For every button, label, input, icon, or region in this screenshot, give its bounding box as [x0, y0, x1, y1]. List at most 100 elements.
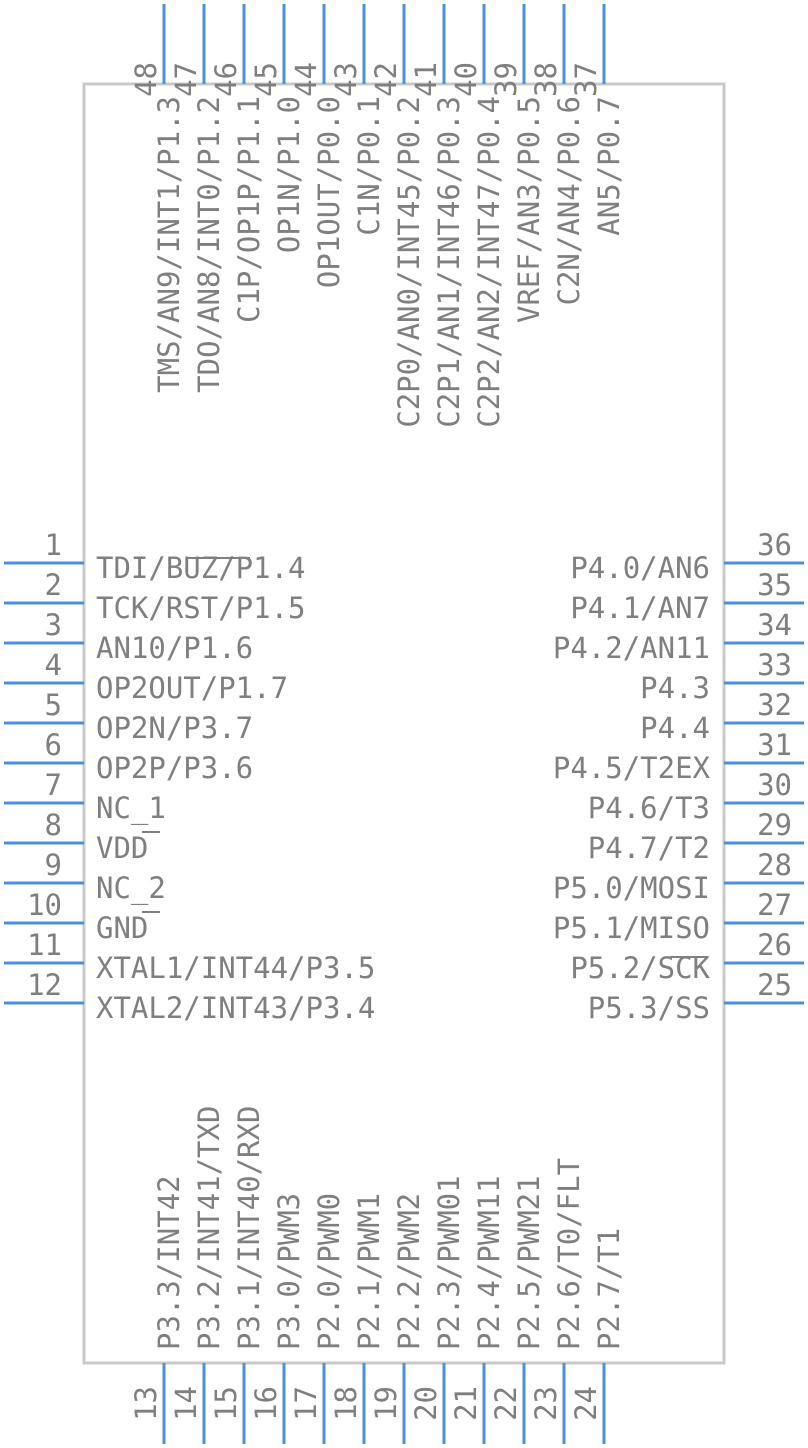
pin-number: 35 — [757, 568, 792, 602]
pin-label: P4.3 — [640, 671, 710, 705]
pin-number: 18 — [329, 1386, 363, 1421]
pin-label: P2.0/PWM0 — [312, 1193, 346, 1350]
pin-number: 37 — [569, 62, 603, 97]
pin-number: 44 — [289, 62, 323, 97]
pin-number: 11 — [27, 928, 62, 962]
pin-left: 9NC_2 — [4, 848, 166, 906]
pin-label: P4.7/T2 — [588, 831, 710, 865]
pin-number: 17 — [289, 1386, 323, 1421]
pin-number: 16 — [249, 1386, 283, 1421]
pin-number: 7 — [45, 768, 62, 802]
pin-number: 28 — [757, 848, 792, 882]
pin-left: 7NC_1 — [4, 768, 166, 826]
pin-label: VDD — [96, 831, 148, 865]
pin-number: 43 — [329, 62, 363, 97]
pin-number: 5 — [45, 688, 62, 722]
pin-number: 41 — [409, 62, 443, 97]
pin-label: OP2N/P3.7 — [96, 711, 253, 745]
pin-label: P3.0/PWM3 — [272, 1193, 306, 1350]
pin-label: P4.4 — [640, 711, 710, 745]
pin-bottom: 13 P3.3/INT42 — [129, 1175, 186, 1444]
pin-number: 22 — [489, 1386, 523, 1421]
pin-label: C1P/OP1P/P1.1 — [232, 96, 266, 323]
pin-number: 36 — [757, 528, 792, 562]
pin-number: 27 — [757, 888, 792, 922]
pin-label: XTAL2/INT43/P3.4 — [96, 991, 375, 1025]
pin-label: P2.6/T0/FLT — [552, 1158, 586, 1350]
pin-number: 13 — [129, 1386, 163, 1421]
pin-label: C1N/P0.1 — [352, 96, 386, 236]
pin-label: NC_2 — [96, 871, 166, 906]
pin-number: 31 — [757, 728, 792, 762]
pin-number: 46 — [209, 62, 243, 97]
pin-number: 47 — [169, 62, 203, 97]
pin-label: P2.7/T1 — [592, 1228, 626, 1350]
pin-label: P4.5/T2EX — [553, 751, 711, 785]
pin-label: AN5/P0.7 — [592, 96, 626, 236]
pin-label: TDI/BUZ/P1.4 — [96, 551, 306, 585]
pin-number: 29 — [757, 808, 792, 842]
pin-label: P4.2/AN11 — [553, 631, 710, 665]
pin-label: P3.3/INT42 — [152, 1175, 186, 1350]
pin-number: 9 — [45, 848, 62, 882]
pin-number: 19 — [369, 1386, 403, 1421]
pin-number: 30 — [757, 768, 792, 802]
pin-label: P4.6/T3 — [588, 791, 710, 825]
pin-label: XTAL1/INT44/P3.5 — [96, 951, 375, 985]
pin-label: C2P1/AN1/INT46/P0.3 — [432, 96, 466, 428]
pin-label: P3.1/INT40/RXD — [232, 1106, 266, 1350]
pin-bottom: 23 P2.6/T0/FLT — [529, 1158, 586, 1444]
pin-bottom: 16 P3.0/PWM3 — [249, 1193, 306, 1444]
top-pin-group: 48TMS/AN9/INT1/P1.347TDO/AN8/INT0/P1.246… — [129, 4, 626, 428]
pin-label: TDO/AN8/INT0/P1.2 — [192, 96, 226, 393]
pin-label: P2.5/PWM21 — [512, 1175, 546, 1350]
pin-number: 33 — [757, 648, 792, 682]
pin-label: P5.1/MISO — [553, 911, 710, 945]
pin-label: P4.1/AN7 — [570, 591, 710, 625]
pin-label: P3.2/INT41/TXD — [192, 1106, 226, 1350]
pin-number: 10 — [27, 888, 62, 922]
pin-label: P5.3/SS — [588, 991, 710, 1025]
pin-number: 34 — [757, 608, 792, 642]
pin-label: OP2P/P3.6 — [96, 751, 253, 785]
pin-number: 23 — [529, 1386, 563, 1421]
ic-body — [82, 82, 726, 1365]
left-pin-group: 1TDI/BUZ/P1.42TCK/RST/P1.53AN10/P1.64OP2… — [4, 528, 375, 1025]
pin-bottom: 17 P2.0/PWM0 — [289, 1193, 346, 1444]
pin-label: P5.0/MOSI — [553, 871, 710, 905]
pin-number: 45 — [249, 62, 283, 97]
